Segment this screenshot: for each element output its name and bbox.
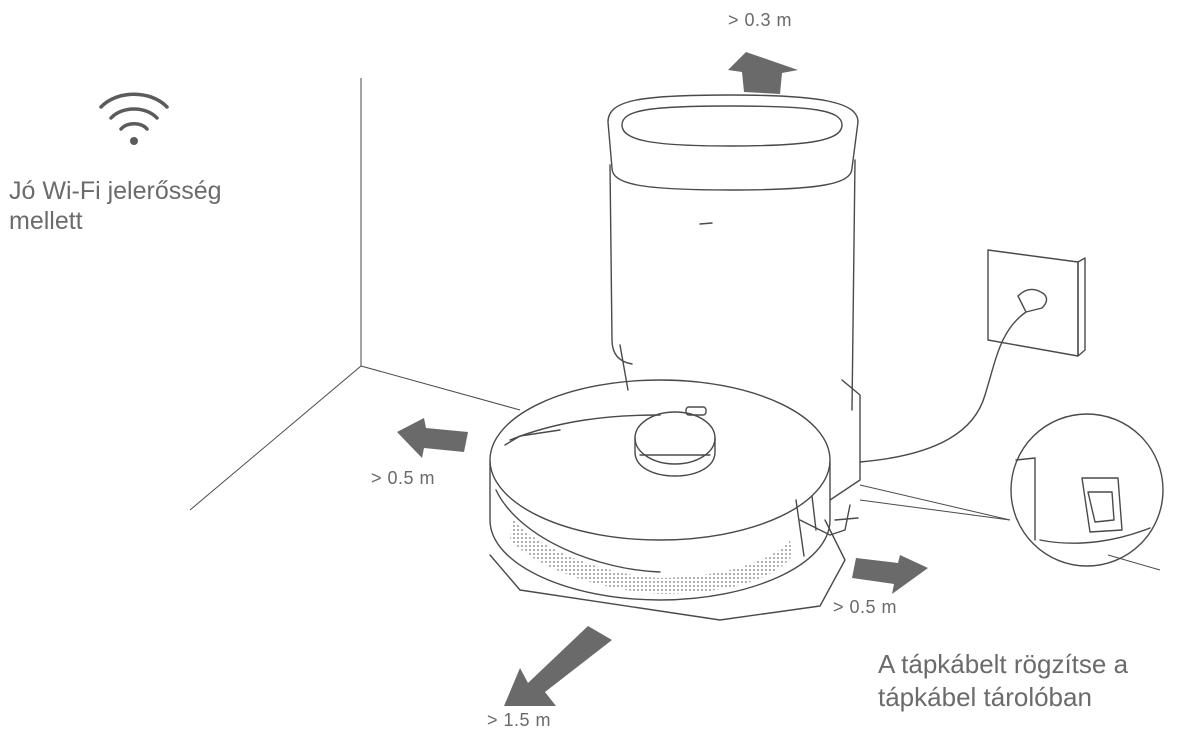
dock-station: [607, 94, 861, 536]
arrow-front-icon: [504, 626, 612, 706]
cable-caption-line2: tápkábel tárolóban: [878, 682, 1092, 712]
wall-socket: [859, 249, 1086, 463]
cable-caption-line1: A tápkábelt rögzítse a: [878, 649, 1129, 679]
distance-left-label: > 0.5 m: [371, 468, 436, 488]
wifi-caption-line2: mellett: [9, 207, 83, 235]
room-lines: [189, 78, 1161, 571]
cable-storage-zoom: [859, 413, 1164, 567]
wifi-caption: Jó Wi-Fi jelerősség mellett: [9, 176, 222, 236]
wifi-icon: [99, 92, 169, 145]
robot-vacuum: [489, 379, 846, 621]
arrow-right-icon: [852, 555, 928, 594]
arrow-up-icon: [728, 52, 798, 94]
cable-caption: A tápkábelt rögzítse a tápkábel tárolóba…: [878, 648, 1128, 714]
distance-front-label: > 1.5 m: [487, 710, 552, 730]
wifi-caption-line1: Jó Wi-Fi jelerősség: [9, 177, 222, 205]
robot-grille: [510, 518, 792, 594]
distance-right-label: > 0.5 m: [833, 597, 898, 617]
arrow-left-icon: [397, 418, 468, 458]
distance-top-label: > 0.3 m: [728, 10, 793, 30]
